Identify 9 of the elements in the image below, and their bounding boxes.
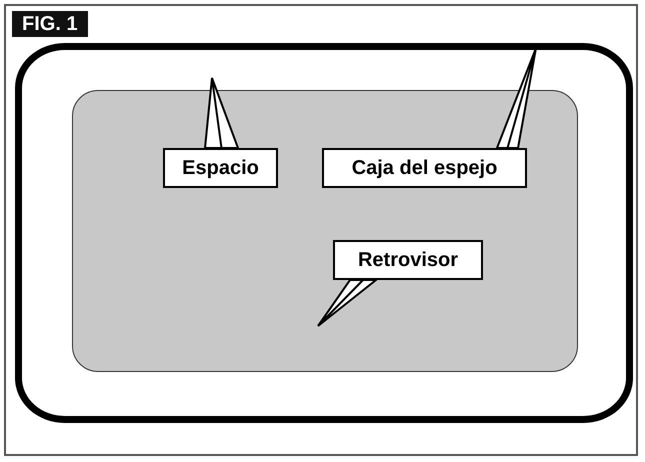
leader-line — [496, 47, 537, 149]
figure-label: FIG. 1 — [12, 11, 88, 37]
leader-line — [204, 77, 239, 149]
mirror-glass — [72, 90, 578, 372]
mirror-housing — [15, 43, 633, 423]
leader-line — [317, 279, 377, 327]
callout-label: Retrovisor — [333, 240, 483, 280]
callout-label: Caja del espejo — [322, 148, 527, 188]
callout-label: Espacio — [163, 148, 278, 188]
